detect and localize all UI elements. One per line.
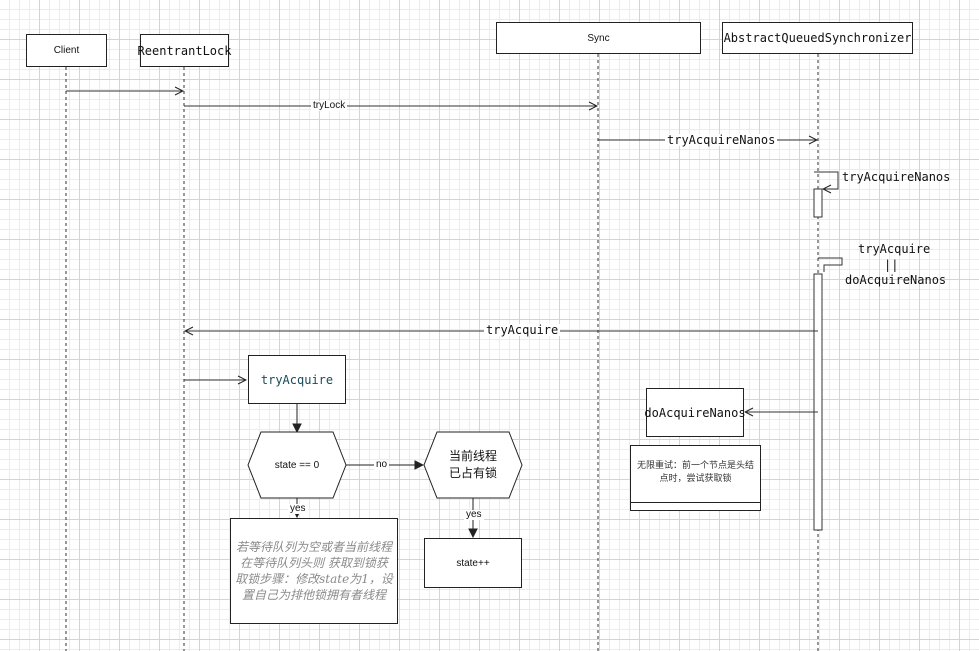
retry-note-text: 无限重试：前一个节点是头结点时，尝试获取锁	[636, 461, 754, 484]
acquire-note: 若等待队列为空或者当前线程在等待队列头则 获取到锁获取锁步骤：修改state为1…	[230, 518, 398, 624]
label-try-acquire-nanos: tryAcquireNanos	[665, 133, 778, 147]
activation-bar-small	[813, 188, 823, 218]
state-increment-box: state++	[424, 538, 522, 588]
activation-bar-large	[813, 273, 823, 531]
retry-note: 无限重试：前一个节点是头结点时，尝试获取锁	[630, 445, 761, 511]
condition-label: state == 0	[274, 459, 320, 471]
try-acquire-box: tryAcquire	[248, 355, 346, 404]
label-return-try-acquire: tryAcquire	[484, 323, 561, 337]
label-no: no	[374, 459, 390, 470]
label-yes-condition: yes	[288, 503, 308, 514]
do-acquire-nanos-box: doAcquireNanos	[644, 388, 746, 437]
self-call-try-acquire-nanos	[814, 171, 839, 189]
self-call-try-acquire	[818, 257, 843, 272]
lifeline-header-client: Client	[26, 34, 107, 67]
held-lock-hexagon	[423, 431, 523, 499]
lifeline-header-sync: Sync	[496, 22, 701, 54]
label-self-try-acquire-line1: tryAcquire	[858, 242, 931, 256]
label-self-try-acquire-line2: ||	[884, 258, 899, 272]
lifeline-header-aqs: AbstractQueuedSynchronizer	[722, 22, 913, 54]
condition-hexagon	[247, 431, 347, 499]
label-self-try-acquire-line3: doAcquireNanos	[845, 273, 947, 287]
label-yes-held: yes	[464, 509, 484, 520]
label-try-lock: tryLock	[311, 100, 348, 111]
lifeline-header-reentrant-lock: ReentrantLock	[138, 34, 231, 67]
held-lock-label: 当前线程 已占有锁	[436, 447, 510, 483]
held-lock-line1: 当前线程	[448, 449, 497, 464]
held-lock-line2: 已占有锁	[448, 466, 497, 480]
label-self-try-acquire-nanos: tryAcquireNanos	[842, 170, 951, 184]
retry-note-divider	[631, 502, 760, 503]
